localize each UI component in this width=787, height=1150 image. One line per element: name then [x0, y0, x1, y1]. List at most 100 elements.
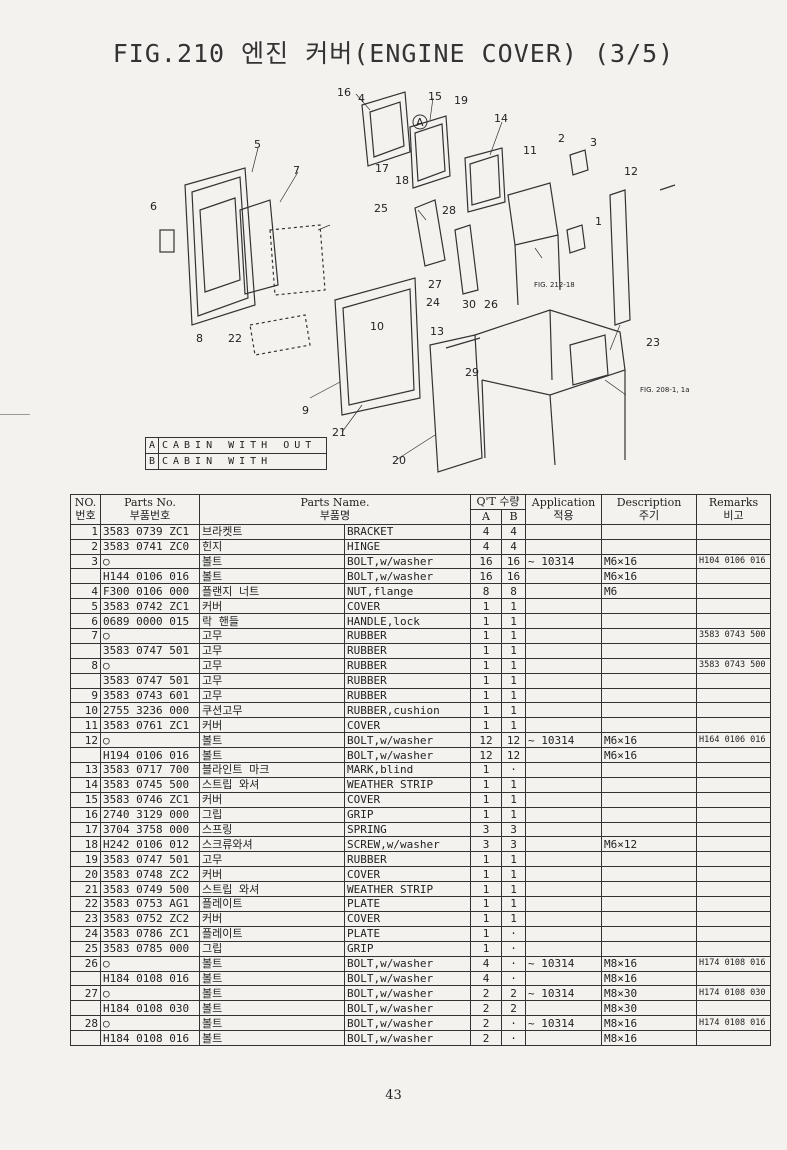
- cell-qty-b: 8: [501, 583, 526, 600]
- cell-qty-a: 3: [470, 836, 502, 853]
- cell-row-number: [70, 568, 101, 585]
- cell-qty-b: ·: [501, 762, 526, 778]
- callout-21: 21: [332, 426, 346, 439]
- cell-part-number: 3583 0747 501: [100, 851, 200, 868]
- cell-part-number: ○: [100, 628, 200, 644]
- cell-part-number: 3583 0749 500: [100, 881, 200, 898]
- cell-name-korean: 고무: [199, 851, 345, 868]
- cell-name-korean: 플레이트: [199, 896, 345, 912]
- cell-application: [525, 791, 602, 808]
- cell-part-number: 3583 0785 000: [100, 940, 200, 957]
- cell-row-number: 11: [70, 717, 101, 734]
- cell-part-number: 3583 0746 ZC1: [100, 791, 200, 808]
- ref-a: A: [416, 116, 424, 129]
- callout-14: 14: [494, 112, 508, 125]
- cell-description: [601, 776, 697, 793]
- cell-application: [525, 687, 602, 704]
- cell-qty-b: 2: [501, 1000, 526, 1017]
- cell-name-korean: 볼트: [199, 970, 345, 987]
- cell-application: ~ 10314: [525, 955, 602, 972]
- cell-remarks: [696, 568, 771, 585]
- cell-application: [525, 762, 602, 778]
- cell-description: [601, 910, 697, 927]
- cell-qty-a: 1: [470, 851, 502, 868]
- cell-application: [525, 925, 602, 942]
- cell-qty-b: 1: [501, 896, 526, 912]
- cell-application: [525, 672, 602, 689]
- cell-qty-b: ·: [501, 940, 526, 957]
- cell-row-number: 8: [70, 657, 101, 674]
- cell-part-number: 3583 0743 601: [100, 687, 200, 704]
- cell-application: [525, 628, 602, 644]
- cell-application: ~ 10314: [525, 1015, 602, 1032]
- cell-qty-a: 1: [470, 925, 502, 942]
- cell-part-number: 0689 0000 015: [100, 613, 200, 630]
- cell-row-number: [70, 1030, 101, 1046]
- cell-name-korean: 힌지: [199, 538, 345, 555]
- cell-qty-b: ·: [501, 1015, 526, 1032]
- cell-row-number: 2: [70, 538, 101, 555]
- header-part-no: Parts No.부품번호: [100, 494, 200, 525]
- cell-remarks: [696, 672, 771, 689]
- cell-row-number: 19: [70, 851, 101, 868]
- cell-description: [601, 925, 697, 942]
- callout-6: 6: [150, 200, 157, 213]
- cell-qty-a: 4: [470, 970, 502, 987]
- cell-qty-b: ·: [501, 925, 526, 942]
- cell-qty-b: 1: [501, 806, 526, 823]
- callout-24: 24: [426, 296, 440, 309]
- cell-remarks: H104 0106 016: [696, 553, 771, 570]
- callout-13: 13: [430, 325, 444, 338]
- cell-application: [525, 1000, 602, 1017]
- cell-name-korean: 볼트: [199, 985, 345, 1002]
- cell-row-number: [70, 1000, 101, 1017]
- cell-description: [601, 866, 697, 883]
- cell-qty-a: 1: [470, 717, 502, 734]
- cell-remarks: [696, 851, 771, 868]
- cell-qty-a: 1: [470, 791, 502, 808]
- cell-name-english: RUBBER: [344, 851, 471, 868]
- cell-part-number: F300 0106 000: [100, 583, 200, 600]
- cell-qty-b: 1: [501, 791, 526, 808]
- cell-description: [601, 881, 697, 898]
- callout-27: 27: [428, 278, 442, 291]
- callout-30: 30: [462, 298, 476, 311]
- header-qty-a: A: [470, 508, 502, 525]
- cell-qty-b: 1: [501, 702, 526, 719]
- callout-17: 17: [375, 162, 389, 175]
- cell-description: [601, 687, 697, 704]
- cell-description: [601, 717, 697, 734]
- cell-remarks: [696, 702, 771, 719]
- cell-remarks: [696, 925, 771, 942]
- cell-application: [525, 523, 602, 540]
- cell-name-english: COVER: [344, 791, 471, 808]
- cell-part-number: 3583 0761 ZC1: [100, 717, 200, 734]
- cell-qty-b: 1: [501, 881, 526, 898]
- header-part-name: Parts Name.부품명: [199, 494, 471, 525]
- cell-name-english: PLATE: [344, 896, 471, 912]
- cell-qty-a: 1: [470, 896, 502, 912]
- cell-name-korean: 커버: [199, 598, 345, 615]
- cell-row-number: 20: [70, 866, 101, 883]
- cell-part-number: 3704 3758 000: [100, 821, 200, 838]
- cell-description: [601, 642, 697, 659]
- cell-qty-a: 16: [470, 553, 502, 570]
- cell-name-english: BOLT,w/washer: [344, 1000, 471, 1017]
- cell-remarks: [696, 1030, 771, 1046]
- cell-part-number: 3583 0747 501: [100, 672, 200, 689]
- cell-row-number: 1: [70, 523, 101, 540]
- cell-name-korean: 볼트: [199, 1030, 345, 1046]
- cell-name-english: MARK,blind: [344, 762, 471, 778]
- cell-description: M6: [601, 583, 697, 600]
- cell-description: [601, 940, 697, 957]
- cell-name-korean: 커버: [199, 866, 345, 883]
- cell-part-number: 3583 0739 ZC1: [100, 523, 200, 540]
- cell-remarks: [696, 1000, 771, 1017]
